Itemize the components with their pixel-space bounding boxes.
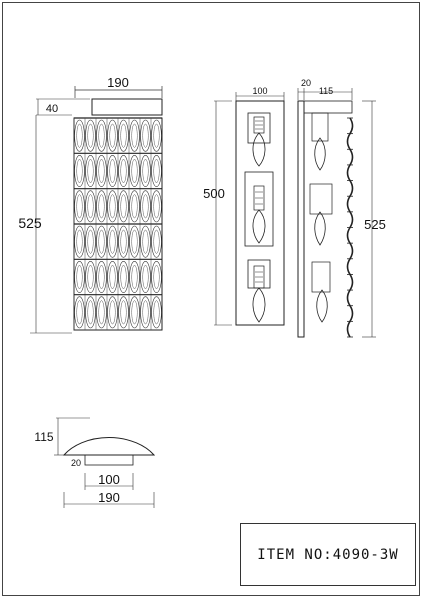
- crystal-pattern: [73, 117, 162, 330]
- top-depth-label: 115: [34, 430, 53, 444]
- top-offset-label: 20: [71, 458, 81, 468]
- top-inner-width-label: 100: [98, 472, 120, 487]
- side-crystal-chain: [346, 117, 354, 338]
- side-backplate: [297, 100, 305, 338]
- side-height-label: 525: [364, 217, 386, 232]
- bulb-top: [247, 112, 271, 167]
- top-outer-width-label: 190: [98, 490, 120, 505]
- backplate-height-label: 500: [203, 186, 225, 201]
- top-semicircle: [62, 437, 156, 456]
- bulb-bottom: [247, 259, 271, 323]
- top-mount-plate: [84, 454, 134, 466]
- side-bulb-top: [311, 112, 329, 171]
- top-view: 115 20 100 190: [34, 417, 156, 508]
- item-number: ITEM NO:4090-3W: [257, 546, 399, 563]
- page-border: [2, 2, 420, 596]
- front-width-label: 190: [107, 75, 129, 90]
- backplate-width-label: 100: [252, 86, 267, 96]
- title-block: ITEM NO:4090-3W: [240, 523, 416, 586]
- bulb-middle: [244, 171, 274, 247]
- side-bulb-bottom: [311, 261, 331, 323]
- side-bulb-middle: [309, 183, 333, 246]
- backplate-view: 100 500: [203, 86, 285, 326]
- backplate-outline: [235, 100, 285, 326]
- side-view: 20 115 525: [297, 78, 386, 338]
- side-offset-label: 20: [301, 78, 311, 88]
- front-top-label: 40: [46, 103, 58, 115]
- front-height-label: 525: [18, 215, 42, 231]
- side-depth-label: 115: [319, 86, 333, 96]
- side-canopy: [303, 100, 353, 114]
- front-view: 190 40 525: [18, 75, 163, 334]
- front-canopy: [91, 98, 163, 116]
